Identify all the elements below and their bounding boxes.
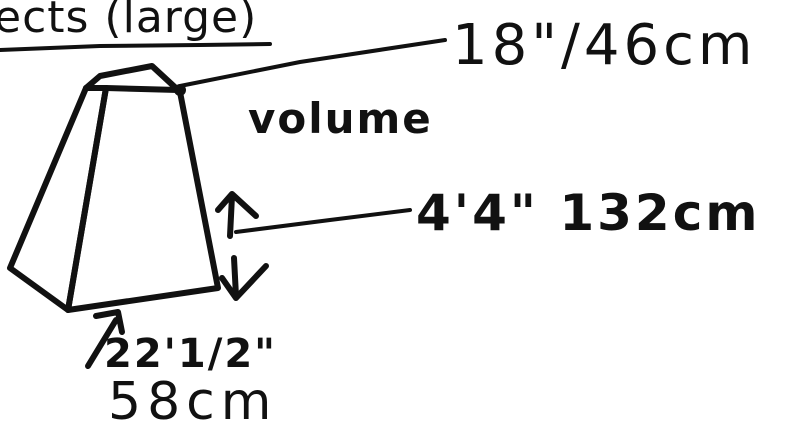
top-leader-line	[178, 38, 447, 88]
object-left-face	[7, 85, 109, 313]
base-dimension-cm-label: 58cm	[108, 372, 278, 432]
title-fragment: ects (large)	[0, 0, 258, 43]
object-front-face	[65, 85, 221, 313]
volume-label: volume	[248, 94, 433, 143]
height-arrow-down	[219, 255, 269, 301]
base-arrow	[85, 309, 125, 369]
object-top-face	[83, 63, 181, 93]
title-underline	[0, 42, 272, 52]
base-dimension-inches-label: 22'1/2"	[104, 331, 278, 377]
height-leader-line	[234, 208, 412, 234]
top-dimension-label: 18"/46cm	[452, 13, 757, 78]
top-leader-dot	[174, 84, 186, 96]
height-arrow-up	[215, 191, 259, 239]
height-dimension-label: 4'4" 132cm	[416, 184, 761, 242]
